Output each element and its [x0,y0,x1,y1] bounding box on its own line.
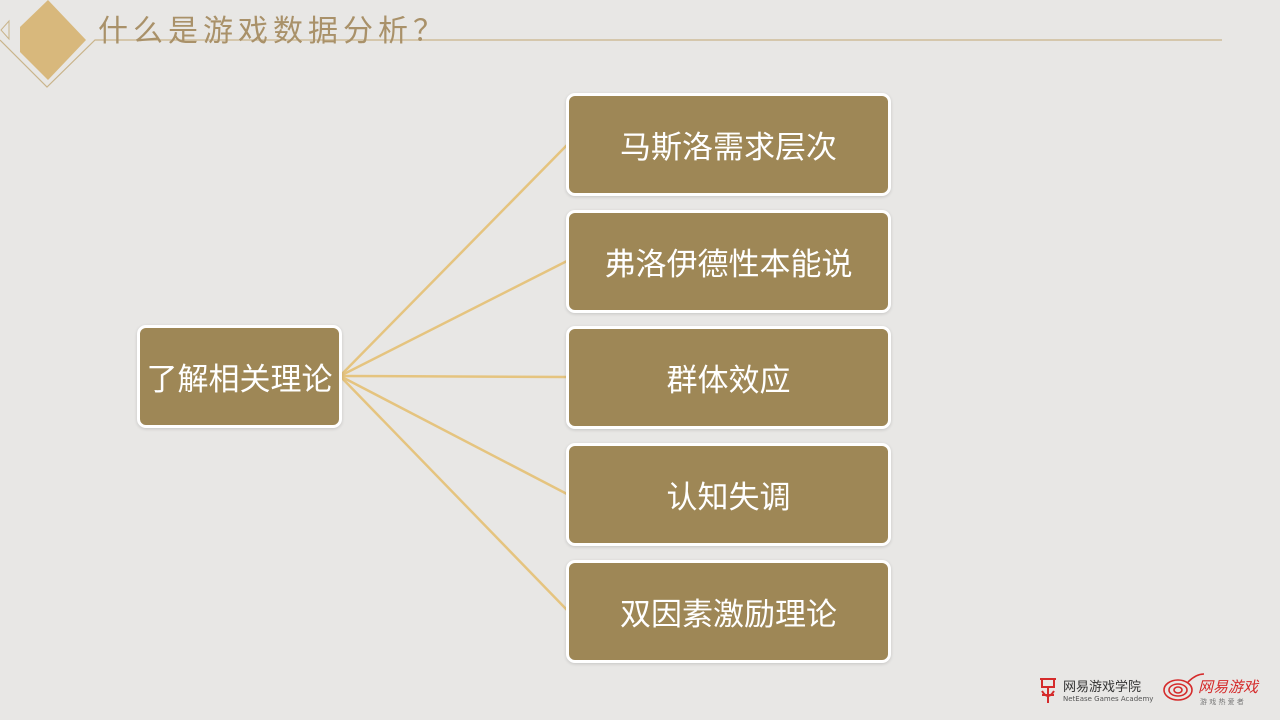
netease-games-logo-icon [1163,673,1205,701]
child-node: 群体效应 [566,326,891,429]
connector-line [339,144,568,377]
academy-name-en: NetEase Games Academy [1063,695,1154,703]
child-label: 双因素激励理论 [620,597,837,633]
child-node: 认知失调 [566,443,891,546]
connector-line [339,374,568,379]
child-label: 群体效应 [666,363,791,399]
child-label: 认知失调 [666,480,791,516]
connector-line [339,375,568,611]
brand-subtitle: 游 戏 热 爱 者 [1200,698,1244,706]
child-node: 马斯洛需求层次 [566,93,891,196]
root-node: 了解相关理论 [137,325,342,428]
root-label: 了解相关理论 [146,362,333,398]
connector-line [339,374,568,496]
connector-line [339,259,568,378]
academy-name: 网易游戏学院 [1063,680,1142,695]
child-label: 弗洛伊德性本能说 [604,247,853,283]
academy-logo-icon [1040,678,1056,703]
child-node: 弗洛伊德性本能说 [566,210,891,313]
child-node: 双因素激励理论 [566,560,891,663]
header-decoration [0,0,1222,88]
page-title: 什么是游戏数据分析？ [98,14,448,49]
brand-name: 网易游戏 [1198,678,1259,696]
child-label: 马斯洛需求层次 [620,130,837,166]
